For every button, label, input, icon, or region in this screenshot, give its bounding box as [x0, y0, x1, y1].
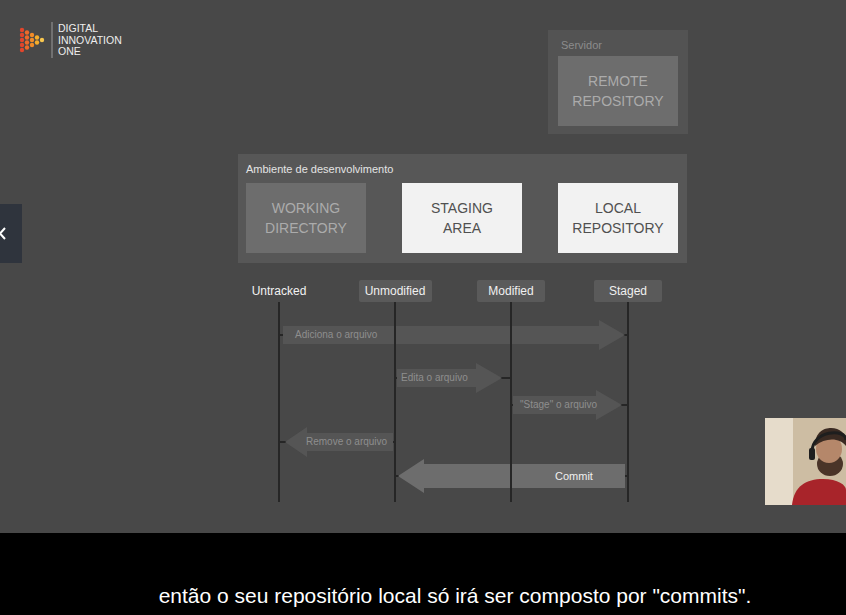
connector-line: [279, 302, 395, 442]
logo-dot: [30, 33, 34, 37]
block-arrow: [285, 427, 393, 457]
box-label: Staged: [609, 284, 647, 298]
box-label: STAGING AREA: [417, 198, 507, 238]
nav-button-bg: [0, 204, 22, 263]
arrow-label: Remove o arquivo: [306, 436, 387, 448]
chevron-icon: [0, 228, 5, 239]
webcam-feed: [765, 418, 846, 505]
logo-dot: [40, 38, 44, 42]
state-box: Modified: [477, 280, 545, 302]
logo-dot: [20, 33, 24, 37]
state-transition-arrow: [395, 302, 511, 393]
state-transition-arrow: [279, 302, 395, 457]
arrow-label: Edita o arquivo: [401, 372, 468, 384]
state-transition-arrow: [511, 302, 628, 420]
lifeline: [278, 313, 280, 502]
headset-ear: [809, 448, 815, 460]
logo-dot: [20, 38, 24, 42]
logo-icon: [20, 28, 44, 52]
box-label: LOCAL REPOSITORY: [566, 198, 670, 238]
logo-text: DIGITAL INNOVATION ONE: [58, 23, 134, 58]
state-label: Untracked: [246, 280, 313, 302]
lifeline: [510, 313, 512, 502]
panel-heading: Ambiente de desenvolvimento: [246, 163, 393, 176]
connector-line: [511, 302, 628, 405]
block-arrow: [513, 390, 622, 420]
caption-band: [0, 533, 846, 615]
logo-dot: [30, 43, 34, 47]
local-repository-box: LOCAL REPOSITORY: [558, 183, 678, 253]
logo-separator: [52, 22, 53, 58]
logo-dot: [35, 40, 39, 44]
panel-heading: Servidor: [561, 39, 602, 52]
box-label: Modified: [488, 284, 533, 298]
person-shirt: [792, 479, 846, 505]
logo-dot: [25, 30, 29, 34]
logo-dot: [35, 35, 39, 39]
arrow-label: Adiciona o arquivo: [295, 329, 377, 341]
block-arrow: [283, 320, 625, 350]
working-directory-box: WORKING DIRECTORY: [246, 183, 366, 253]
remote-repository-box: REMOTE REPOSITORY: [558, 56, 678, 126]
lifeline: [627, 313, 629, 502]
arrow-label: "Stage" o arquivo: [520, 399, 597, 411]
webcam-window: [765, 418, 793, 505]
state-transition-arrow: [279, 302, 628, 350]
headset: [812, 433, 846, 452]
logo-dot: [20, 28, 24, 32]
nav-button: [0, 204, 22, 263]
state-box: Staged: [594, 280, 662, 302]
dev-environment-panel: Ambiente de desenvolvimentoWORKING DIREC…: [238, 154, 687, 263]
arrow-label: Commit: [555, 469, 593, 483]
logo-dot: [25, 45, 29, 49]
logo-dot: [30, 38, 34, 42]
webcam-bg: [765, 418, 846, 505]
connector-line: [395, 302, 511, 378]
logo-dot: [20, 43, 24, 47]
subtitle-caption: então o seu repositório local só irá ser…: [40, 583, 846, 609]
box-label: Unmodified: [365, 284, 426, 298]
box-label: WORKING DIRECTORY: [254, 198, 358, 238]
logo-dot: [25, 35, 29, 39]
logo-dot: [20, 48, 24, 52]
lifeline: [394, 313, 396, 502]
logo-dot: [25, 40, 29, 44]
server-panel: ServidorREMOTE REPOSITORY: [548, 30, 688, 134]
staging-area-box: STAGING AREA: [402, 183, 522, 253]
block-arrow: [397, 363, 502, 393]
state-box: Unmodified: [359, 280, 432, 302]
box-label: Untracked: [252, 284, 307, 298]
box-label: REMOTE REPOSITORY: [566, 71, 670, 111]
